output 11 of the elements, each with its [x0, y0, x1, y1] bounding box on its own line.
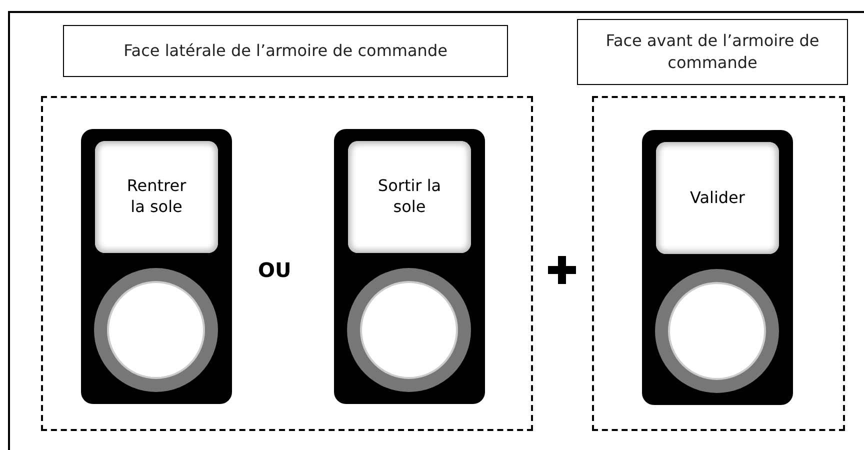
button-label: Sortir la sole — [348, 141, 471, 253]
push-button — [81, 129, 232, 404]
push-button — [642, 130, 793, 405]
button-label: Rentrer la sole — [95, 141, 218, 253]
button-label: Valider — [656, 142, 779, 254]
connector-word: OU — [258, 258, 292, 282]
push-button — [334, 129, 485, 404]
dashed-panel — [592, 96, 845, 431]
heading-box: Face latérale de l’armoire de commande — [63, 25, 508, 77]
heading-box: Face avant de l’armoire de commande — [577, 19, 848, 85]
dashed-panel — [41, 96, 533, 431]
